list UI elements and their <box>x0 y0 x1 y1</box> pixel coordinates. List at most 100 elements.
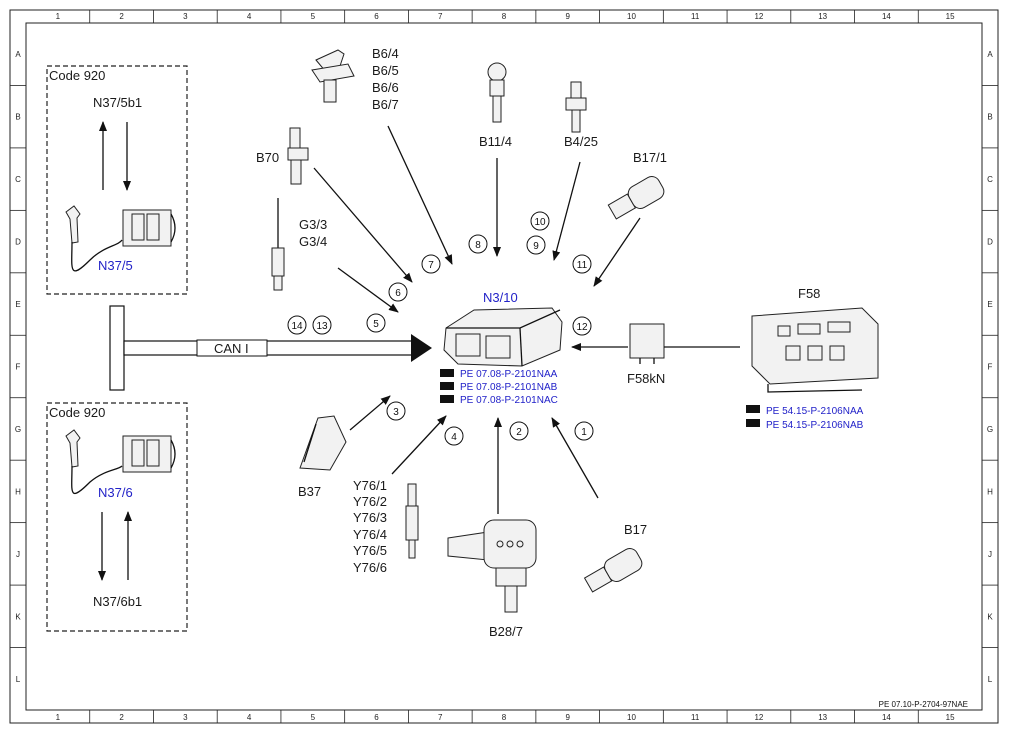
grid-row-left-B: B <box>15 113 20 122</box>
b6-arrow <box>387 125 453 265</box>
b28-7-sensor-icon <box>447 519 537 613</box>
svg-text:1: 1 <box>581 427 587 438</box>
grid-row-right-F: F <box>988 363 993 372</box>
b6-4-label: B6/4 <box>372 46 399 61</box>
document-id: PE 07.10-P-2704-97NAE <box>879 700 968 709</box>
grid-col-top-9: 9 <box>566 12 571 21</box>
marker-6: 6 <box>388 282 408 302</box>
n37-6b1-label: N37/6b1 <box>93 594 142 609</box>
svg-text:5: 5 <box>373 319 379 330</box>
marker-2: 2 <box>509 421 529 441</box>
grid-row-right-E: E <box>987 300 992 309</box>
y76-3-label: Y76/3 <box>353 510 387 525</box>
grid-col-bottom-8: 8 <box>502 713 507 722</box>
grid-col-top-3: 3 <box>183 12 188 21</box>
grid-col-top-7: 7 <box>438 12 443 21</box>
svg-text:4: 4 <box>451 432 457 443</box>
grid-col-bottom-5: 5 <box>311 713 316 722</box>
marker-9: 9 <box>526 235 546 255</box>
nox-sensor-top-icon <box>65 205 176 272</box>
grid-row-right-G: G <box>987 425 993 434</box>
grid-col-top-13: 13 <box>818 12 827 21</box>
g3-4-label: G3/4 <box>299 234 327 249</box>
grid-row-right-J: J <box>988 550 992 559</box>
b37-pedal-icon <box>299 415 347 471</box>
marker-12: 12 <box>572 316 592 336</box>
grid-row-right-B: B <box>987 113 992 122</box>
grid-row-right-C: C <box>987 175 993 184</box>
grid-col-bottom-14: 14 <box>882 713 891 722</box>
svg-text:6: 6 <box>395 288 401 299</box>
b70-arrow <box>313 167 413 283</box>
grid-row-right-H: H <box>987 487 993 496</box>
b17-1-arrow <box>593 217 641 287</box>
y76-1-label: Y76/1 <box>353 478 387 493</box>
control-unit-ref-2: PE 07.08-P-2101NAB <box>460 382 558 393</box>
b17-1-sensor-icon <box>607 176 665 220</box>
b70-sensor-icon <box>287 127 309 185</box>
grid-col-bottom-13: 13 <box>818 713 827 722</box>
b37-arrow <box>349 395 391 431</box>
grid-row-left-A: A <box>15 50 21 59</box>
bus-branch <box>123 340 413 356</box>
grid-row-left-G: G <box>15 425 21 434</box>
bus-trunk <box>109 305 125 391</box>
grid-col-bottom-12: 12 <box>754 713 763 722</box>
svg-text:14: 14 <box>291 321 303 332</box>
y76-4-label: Y76/4 <box>353 527 387 542</box>
marker-5: 5 <box>366 313 386 333</box>
grid-row-right-A: A <box>987 50 993 59</box>
grid-col-bottom-15: 15 <box>946 713 955 722</box>
nox-sensor-bottom-icon <box>65 429 176 495</box>
grid-row-left-L: L <box>16 675 21 684</box>
grid-row-left-F: F <box>16 363 21 372</box>
grid-col-bottom-1: 1 <box>56 713 61 722</box>
svg-text:11: 11 <box>577 260 588 271</box>
b11-4-label: B11/4 <box>479 134 512 149</box>
grid-ticks <box>10 10 998 723</box>
grid-row-left-C: C <box>15 175 21 184</box>
f58-label: F58 <box>798 286 820 301</box>
f58kn-label: F58kN <box>627 371 665 386</box>
grid-row-left-K: K <box>15 612 21 621</box>
grid-col-top-12: 12 <box>754 12 763 21</box>
f58-ref-icon <box>746 405 760 427</box>
y76-arrow <box>391 415 447 475</box>
n37-6-label: N37/6 <box>98 485 133 500</box>
can-label: CAN I <box>214 341 249 356</box>
b6-sensor-icon <box>311 49 355 103</box>
grid-col-top-11: 11 <box>691 12 700 21</box>
grid-col-bottom-9: 9 <box>566 713 571 722</box>
svg-text:9: 9 <box>533 241 539 252</box>
f58-fuse-box-icon <box>751 307 879 393</box>
grid-row-right-K: K <box>987 612 993 621</box>
svg-text:13: 13 <box>316 321 328 332</box>
y76-5-label: Y76/5 <box>353 543 387 558</box>
svg-text:12: 12 <box>576 322 588 333</box>
g3-3-label: G3/3 <box>299 217 327 232</box>
g3-sensor-icon <box>271 198 285 291</box>
n3-10-label: N3/10 <box>483 290 518 305</box>
b11-4-sensor-icon <box>487 62 507 123</box>
grid-col-bottom-6: 6 <box>374 713 379 722</box>
y76-6-label: Y76/6 <box>353 560 387 575</box>
b17-label: B17 <box>624 522 647 537</box>
g3-arrow <box>337 267 399 313</box>
diagram-frame <box>9 9 999 724</box>
can-label-box <box>196 339 268 357</box>
marker-1: 1 <box>574 421 594 441</box>
grid-col-top-6: 6 <box>374 12 379 21</box>
b6-7-label: B6/7 <box>372 97 399 112</box>
grid-col-top-8: 8 <box>502 12 507 21</box>
ref-icon <box>440 369 454 403</box>
y76-injector-icon <box>405 483 419 559</box>
grid-col-bottom-3: 3 <box>183 713 188 722</box>
svg-text:10: 10 <box>534 217 546 228</box>
b17-1-label: B17/1 <box>633 150 667 165</box>
grid-row-left-J: J <box>16 550 20 559</box>
grid-row-left-D: D <box>15 238 21 247</box>
grid-row-right-L: L <box>988 675 993 684</box>
code-920-bottom-label: Code 920 <box>49 405 105 420</box>
grid-col-top-2: 2 <box>119 12 124 21</box>
marker-4: 4 <box>444 426 464 446</box>
